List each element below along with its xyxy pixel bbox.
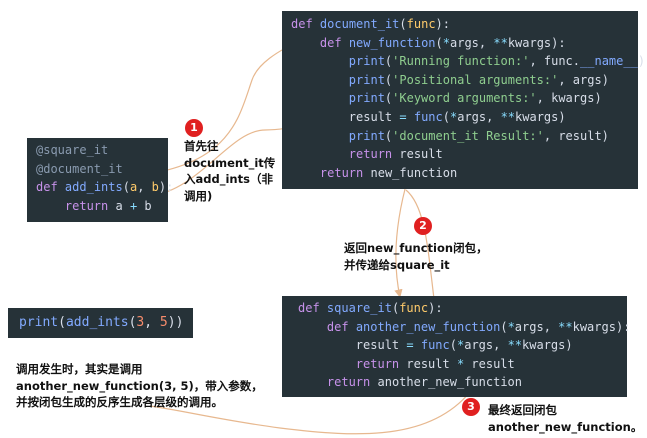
- annotation-call: 调用发生时，其实是调用 another_new_function(3, 5)，带…: [16, 362, 263, 409]
- code-line: def square_it(func):: [298, 301, 443, 315]
- code-line: result = func(*args, **kwargs): [348, 109, 566, 124]
- code-line: return result: [348, 147, 443, 162]
- code-line: result = func(*args, **kwargs): [355, 338, 573, 353]
- arrow-new-function-to-square: [394, 177, 409, 298]
- code-line: def another_new_function(*args, **kwargs…: [326, 319, 631, 334]
- step-badge-3: 3: [462, 398, 480, 416]
- code-line: print('Keyword arguments:', kwargs): [348, 91, 602, 106]
- arrow-call-flow-back: [149, 391, 471, 435]
- decorator-square-it: @square_it: [36, 143, 109, 157]
- annotation-step-3: 最终返回闭包 another_new_function。: [488, 403, 643, 434]
- code-line: return another_new_function: [326, 375, 523, 390]
- code-line: print('Running function:', func.__name__…: [348, 54, 646, 69]
- document-it-code-block: def document_it(func): def new_function(…: [282, 11, 646, 189]
- square-it-code-block: def square_it(func): def another_new_fun…: [282, 296, 631, 397]
- code-line: def add_ints(a, b):: [36, 180, 174, 195]
- annotation-step-2: 返回new_function闭包， 并传递给square_it: [344, 241, 488, 272]
- code-line: return a + b: [64, 198, 152, 213]
- code-line: return result * result: [355, 356, 515, 371]
- code-line: print('document_it Result:', result): [348, 128, 609, 143]
- annotation-step-1: 首先往 document_it传 入add_ints（非 调用): [184, 139, 276, 203]
- step-badge-1: 1: [185, 119, 203, 137]
- print-call-code-block: print(add_ints(3, 5)): [8, 308, 193, 338]
- code-line: def new_function(*args, **kwargs):: [319, 35, 566, 50]
- step-badge-2: 2: [414, 217, 432, 235]
- code-line: return new_function: [319, 165, 458, 180]
- decorator-document-it: @document_it: [36, 161, 123, 176]
- code-line: def document_it(func):: [291, 17, 450, 31]
- another-new-function-name: another_new_function: [377, 375, 523, 390]
- code-line: print('Positional arguments:', args): [348, 72, 609, 87]
